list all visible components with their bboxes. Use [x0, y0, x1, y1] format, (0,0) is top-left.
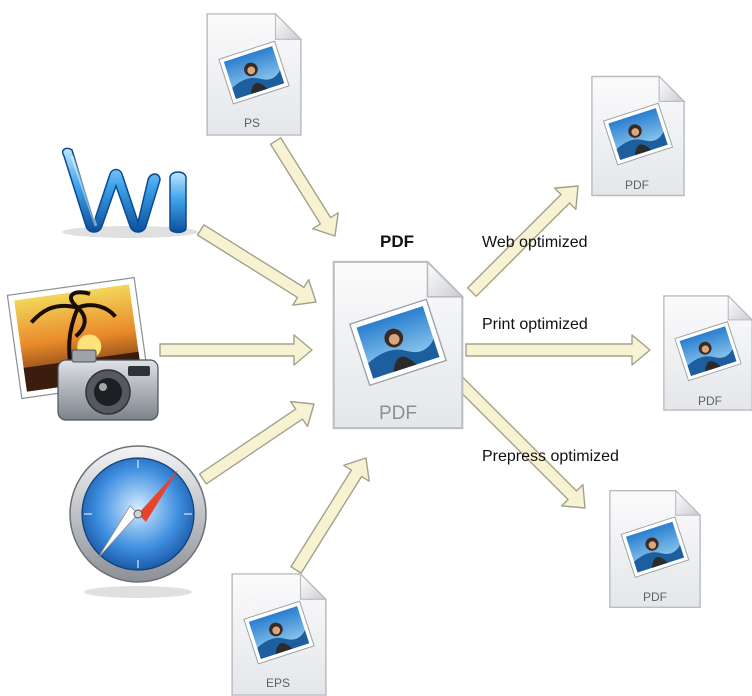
arrows — [159, 137, 651, 574]
pdf-web-doc-caption: PDF — [625, 178, 649, 192]
eps-doc-caption: EPS — [266, 676, 291, 690]
safari-compass-icon — [69, 445, 207, 598]
ps-doc-caption: PS — [244, 116, 261, 130]
pdf-title: PDF — [380, 232, 414, 251]
arrow-ps-to-pdf — [269, 137, 339, 237]
microsoft-word-icon — [61, 147, 198, 238]
iphoto-icon — [6, 276, 159, 421]
arrow-safari-to-pdf — [198, 400, 315, 485]
prepress-optimized-label: Prepress optimized — [482, 448, 619, 465]
pdf-prepress-doc-caption: PDF — [643, 590, 667, 604]
arrow-word-to-pdf — [196, 224, 317, 306]
web-optimized-label: Web optimized — [482, 234, 588, 251]
pdf-print-doc-caption: PDF — [698, 394, 722, 408]
print-optimized-label: Print optimized — [482, 316, 588, 333]
arrow-pdf-to-web — [466, 185, 579, 298]
arrow-pdf-to-prepress — [442, 365, 586, 509]
arrow-eps-to-pdf — [290, 457, 370, 574]
arrow-pdf-to-print — [465, 334, 651, 366]
pdf-print-document-icon — [663, 295, 752, 411]
arrow-iphoto-to-pdf — [159, 334, 313, 366]
pdf-center-doc-caption: PDF — [379, 403, 417, 424]
